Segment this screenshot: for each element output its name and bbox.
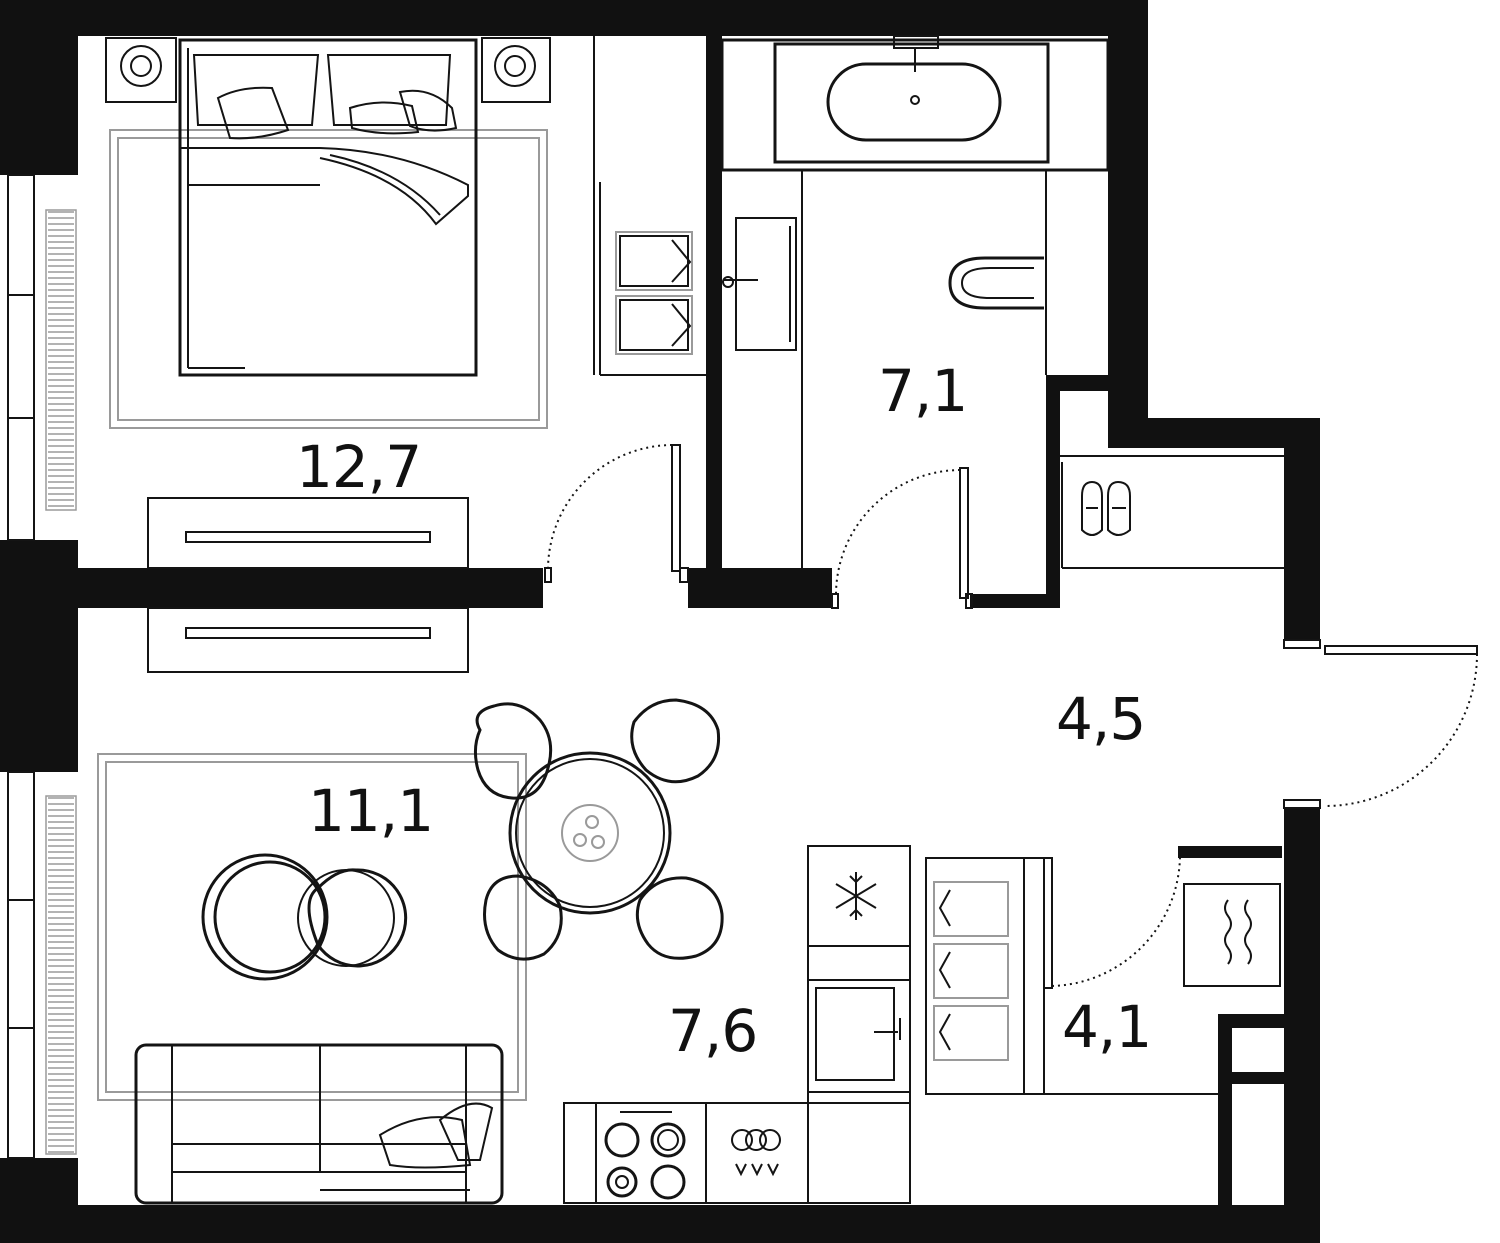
room-area-kitchen: 7,6 <box>668 997 758 1065</box>
dining-set <box>473 698 724 961</box>
kitchen-furniture <box>563 845 1281 1204</box>
bathroom-furniture <box>720 35 1110 568</box>
room-area-storage: 4,1 <box>1062 993 1152 1061</box>
radiator-bedroom <box>45 209 77 511</box>
room-area-hall: 4,5 <box>1056 685 1146 753</box>
windows <box>7 174 35 1159</box>
bedroom-furniture <box>105 36 706 673</box>
room-area-bathroom: 7,1 <box>878 357 968 425</box>
hall-furniture <box>1060 455 1284 569</box>
radiator-living <box>45 795 77 1155</box>
living-furniture <box>97 753 527 1205</box>
room-area-living: 11,1 <box>308 777 434 845</box>
walls <box>0 0 1320 1243</box>
room-area-bedroom: 12,7 <box>296 433 422 501</box>
doors <box>544 444 1478 989</box>
